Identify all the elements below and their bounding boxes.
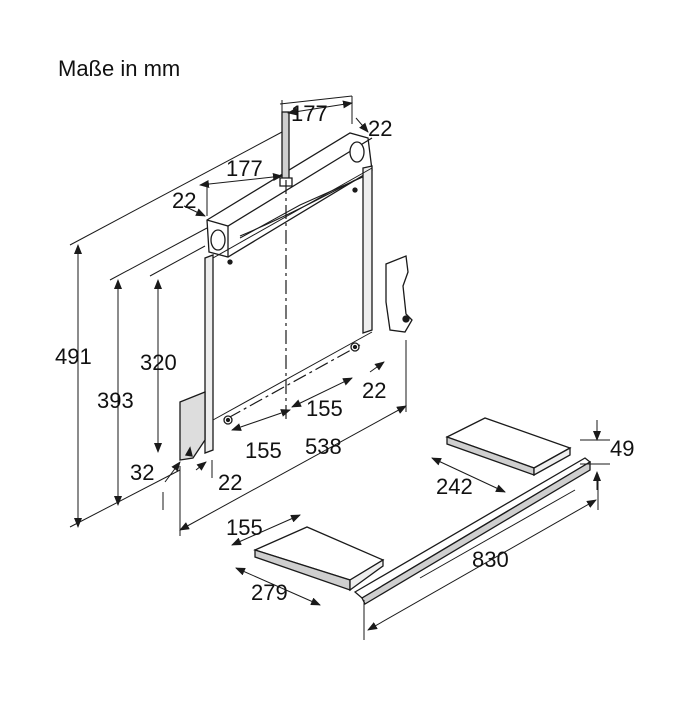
dim-22-top: 22: [368, 116, 392, 141]
dim-155-right: 155: [306, 396, 343, 421]
left-post: [204, 254, 214, 454]
small-panel: [445, 417, 572, 477]
dim-491: 491: [55, 344, 92, 369]
dim-22-left: 22: [172, 188, 196, 213]
dim-177-mid: 177: [226, 156, 263, 181]
vertical-rod: [281, 111, 290, 181]
dim-22-right: 22: [362, 378, 386, 403]
dim-242: 242: [436, 474, 473, 499]
dim-830: 830: [472, 547, 509, 572]
rail-hole-left: [210, 229, 226, 251]
drawing-title: Maße in mm: [58, 56, 181, 81]
rail-hole-right: [349, 141, 365, 163]
dim-393: 393: [97, 388, 134, 413]
left-foot: [179, 391, 206, 461]
dim-155-left: 155: [245, 438, 282, 463]
dimension-labels: 177 22 177 22 491 393 320 32 22 155 538 …: [55, 101, 634, 605]
right-post: [362, 165, 373, 334]
dim-177-top: 177: [291, 101, 328, 126]
dim-155-part: 155: [226, 515, 263, 540]
dim-32: 32: [130, 460, 154, 485]
main-assembly: [179, 111, 413, 461]
dim-320: 320: [140, 350, 177, 375]
dim-279: 279: [251, 580, 288, 605]
dim-49: 49: [610, 436, 634, 461]
dim-538: 538: [305, 434, 342, 459]
dimension-lines: [69, 95, 610, 640]
dim-22-bottom: 22: [218, 470, 242, 495]
